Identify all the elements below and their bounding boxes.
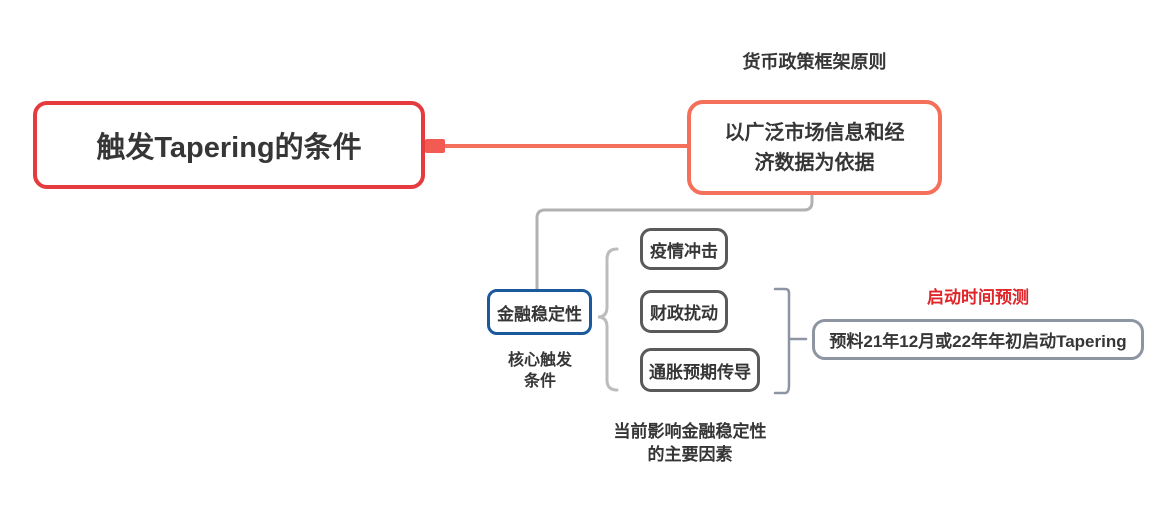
factor-topic-label: 财政扰动 bbox=[650, 304, 718, 323]
root-topic[interactable]: 触发Tapering的条件 bbox=[33, 101, 425, 189]
stability-topic-label: 金融稳定性 bbox=[497, 304, 582, 324]
factors-callout-label: 当前影响金融稳定性 的主要因素 bbox=[613, 422, 767, 464]
framework-topic[interactable]: 以广泛市场信息和经 济数据为依据 bbox=[687, 100, 942, 195]
branch-joint bbox=[425, 139, 445, 153]
root-topic-label: 触发Tapering的条件 bbox=[96, 132, 362, 164]
factor-topic-pandemic[interactable]: 疫情冲击 bbox=[640, 228, 728, 270]
prediction-topic[interactable]: 预料21年12月或22年年初启动Tapering bbox=[812, 319, 1144, 360]
factor-topic-fiscal[interactable]: 财政扰动 bbox=[640, 290, 728, 333]
factor-topic-label: 通胀预期传导 bbox=[649, 362, 751, 382]
framework-callout-label: 货币政策框架原则 bbox=[742, 52, 887, 72]
stability-callout-label: 核心触发 条件 bbox=[507, 352, 572, 390]
framework-stability-connector bbox=[535, 195, 814, 289]
prediction-callout-label: 启动时间预测 bbox=[927, 288, 1029, 307]
factors-brace bbox=[597, 247, 619, 392]
stability-topic[interactable]: 金融稳定性 bbox=[487, 289, 592, 335]
framework-topic-label: 以广泛市场信息和经 济数据为依据 bbox=[724, 121, 905, 174]
factor-topic-label: 疫情冲击 bbox=[650, 241, 718, 261]
factor-topic-inflation[interactable]: 通胀预期传导 bbox=[640, 348, 760, 392]
prediction-bracket bbox=[773, 287, 808, 395]
prediction-topic-label: 预料21年12月或22年年初启动Tapering bbox=[829, 332, 1127, 351]
